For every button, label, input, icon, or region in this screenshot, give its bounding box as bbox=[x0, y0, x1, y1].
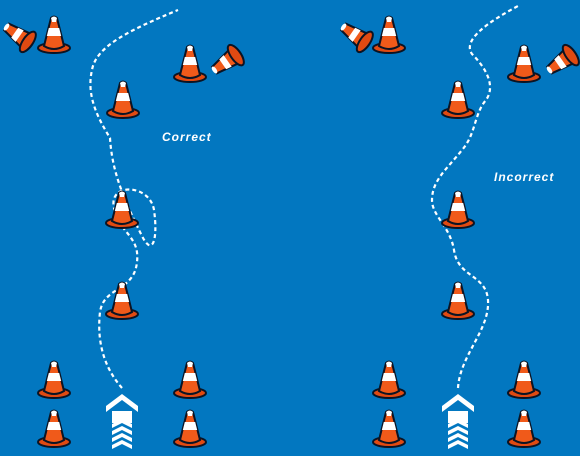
cone-icon bbox=[441, 80, 475, 119]
incorrect-path-line bbox=[430, 5, 519, 389]
cone-icon bbox=[507, 44, 541, 83]
knocked-cone-icon bbox=[540, 41, 580, 83]
cone-icon bbox=[372, 360, 406, 399]
knocked-cone-icon bbox=[334, 14, 377, 56]
cone-icon bbox=[173, 44, 207, 83]
cone-icon bbox=[105, 281, 139, 320]
cone-icon bbox=[37, 409, 71, 448]
cone-icon bbox=[372, 15, 406, 54]
cone-icon bbox=[37, 15, 71, 54]
cone-icon bbox=[507, 409, 541, 448]
cone-icon bbox=[441, 190, 475, 229]
cone-icon bbox=[106, 80, 140, 119]
cone-icon bbox=[173, 409, 207, 448]
knocked-cone-icon bbox=[205, 41, 248, 83]
cone-icon bbox=[441, 281, 475, 320]
cone-icon bbox=[507, 360, 541, 399]
knocked-cone-icon bbox=[0, 14, 40, 56]
cone-icon bbox=[372, 409, 406, 448]
label-incorrect: Incorrect bbox=[494, 170, 555, 184]
cone-icon bbox=[105, 190, 139, 229]
start-arrow-icon bbox=[442, 394, 474, 449]
label-correct: Correct bbox=[162, 130, 212, 144]
correct-path-line bbox=[89, 8, 179, 389]
cone-icon bbox=[37, 360, 71, 399]
cone-icon bbox=[173, 360, 207, 399]
start-arrow-icon bbox=[106, 394, 138, 449]
